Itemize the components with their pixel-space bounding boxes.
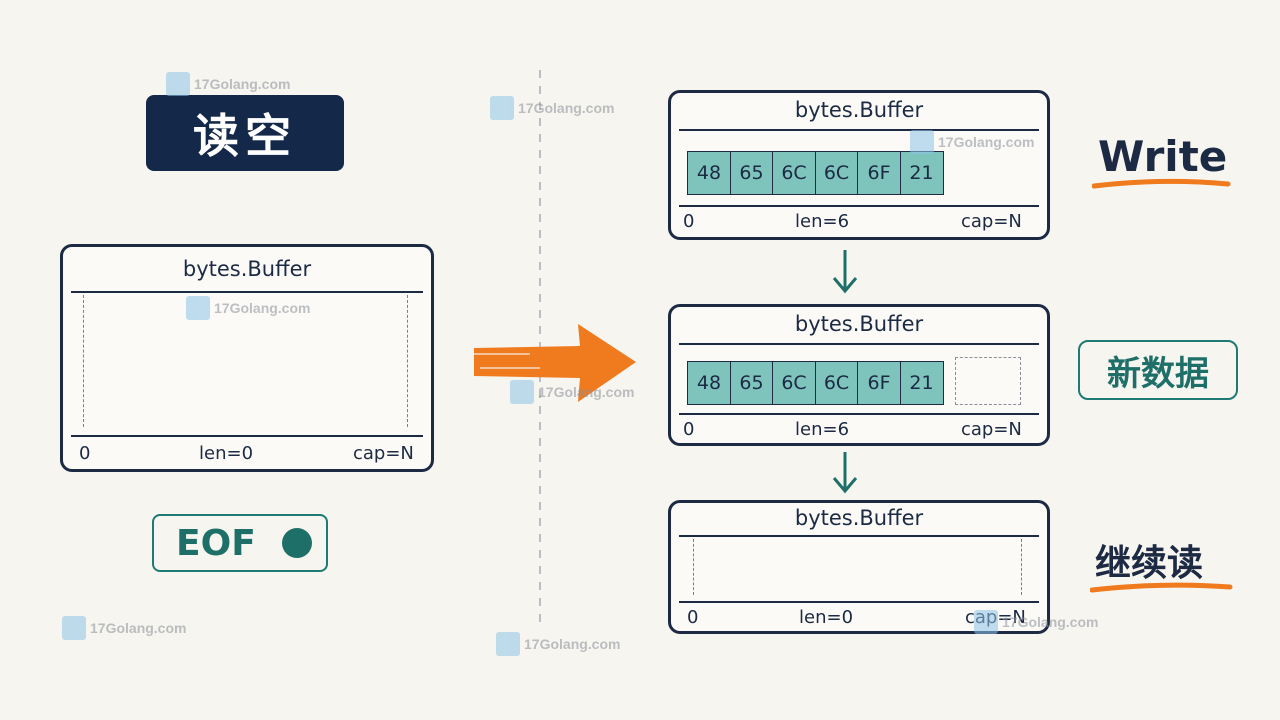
- buffer-cap: cap=N: [961, 211, 1022, 232]
- byte-cell: 6C: [772, 361, 816, 405]
- watermark-text: 17Golang.com: [1002, 614, 1099, 630]
- byte-cell: 6F: [857, 151, 901, 195]
- watermark: 17Golang.com: [510, 380, 634, 404]
- byte-cell: 65: [729, 151, 774, 195]
- buffer-cap: cap=N: [961, 419, 1022, 440]
- buffer-footer-line: [679, 601, 1039, 603]
- buffer-start-index: 0: [79, 443, 91, 464]
- watermark-logo-icon: [166, 72, 190, 96]
- buffer-header-line: [679, 129, 1039, 131]
- byte-cells: 48 65 6C 6C 6F 21: [687, 361, 944, 405]
- watermark-logo-icon: [496, 632, 520, 656]
- buffer-len: len=6: [795, 419, 850, 440]
- write-label: Write: [1098, 132, 1228, 181]
- buffer-header-line: [679, 343, 1039, 345]
- down-arrow-icon: [832, 250, 858, 294]
- watermark: 17Golang.com: [166, 72, 290, 96]
- watermark-logo-icon: [490, 96, 514, 120]
- watermark-logo-icon: [510, 380, 534, 404]
- buffer-boundary-left: [83, 295, 84, 427]
- byte-cell: 21: [899, 151, 944, 195]
- watermark-text: 17Golang.com: [538, 384, 635, 400]
- byte-cell: 6F: [857, 361, 901, 405]
- buffer-header-line: [71, 291, 423, 293]
- byte-cell: 6C: [814, 151, 859, 195]
- byte-cell: 6C: [772, 151, 816, 195]
- buffer-start-index: 0: [687, 607, 699, 628]
- watermark: 17Golang.com: [496, 632, 620, 656]
- buffer-len: len=0: [799, 607, 854, 628]
- buffer-header-line: [679, 535, 1039, 537]
- watermark-logo-icon: [62, 616, 86, 640]
- new-data-buffer: bytes.Buffer 48 65 6C 6C 6F 21 0 len=6 c…: [668, 304, 1050, 446]
- byte-cell: 21: [899, 361, 944, 405]
- watermark-logo-icon: [910, 130, 934, 154]
- watermark-text: 17Golang.com: [214, 300, 311, 316]
- eof-label: EOF: [176, 522, 256, 564]
- watermark: 17Golang.com: [490, 96, 614, 120]
- byte-cells: 48 65 6C 6C 6F 21: [687, 151, 944, 195]
- watermark-text: 17Golang.com: [524, 636, 621, 652]
- watermark-text: 17Golang.com: [90, 620, 187, 636]
- buffer-footer-line: [679, 205, 1039, 207]
- buffer-footer-line: [71, 435, 423, 437]
- buffer-name: bytes.Buffer: [794, 98, 924, 122]
- buffer-boundary-right: [1021, 539, 1022, 595]
- buffer-name: bytes.Buffer: [794, 312, 924, 336]
- buffer-start-index: 0: [683, 419, 695, 440]
- buffer-name: bytes.Buffer: [182, 257, 312, 281]
- byte-cell: 65: [729, 361, 774, 405]
- watermark: 17Golang.com: [62, 616, 186, 640]
- watermark-text: 17Golang.com: [518, 100, 615, 116]
- buffer-name: bytes.Buffer: [794, 506, 924, 530]
- byte-cell: 48: [687, 361, 731, 405]
- buffer-footer-line: [679, 413, 1039, 415]
- buffer-cap: cap=N: [353, 443, 414, 464]
- eof-dot-icon: [281, 528, 312, 558]
- down-arrow-icon: [832, 452, 858, 494]
- watermark-logo-icon: [974, 610, 998, 634]
- continue-read-underline: [1090, 582, 1233, 593]
- watermark-text: 17Golang.com: [194, 76, 291, 92]
- title-badge: 读空: [146, 95, 344, 171]
- buffer-boundary-left: [693, 539, 694, 595]
- buffer-boundary-right: [407, 295, 408, 427]
- write-underline: [1092, 178, 1231, 189]
- watermark-text: 17Golang.com: [938, 134, 1035, 150]
- watermark: 17Golang.com: [974, 610, 1098, 634]
- byte-cell: 6C: [814, 361, 859, 405]
- empty-slot: [955, 357, 1021, 405]
- watermark: 17Golang.com: [186, 296, 310, 320]
- buffer-start-index: 0: [683, 211, 695, 232]
- buffer-len: len=6: [795, 211, 850, 232]
- watermark-logo-icon: [186, 296, 210, 320]
- eof-badge: EOF: [152, 514, 328, 572]
- watermark: 17Golang.com: [910, 130, 1034, 154]
- continue-read-label: 继续读: [1095, 543, 1204, 584]
- write-buffer: bytes.Buffer 48 65 6C 6C 6F 21 0 len=6 c…: [668, 90, 1050, 240]
- new-data-label: 新数据: [1078, 340, 1238, 400]
- orange-arrow-icon: [470, 324, 636, 402]
- byte-cell: 48: [687, 151, 731, 195]
- buffer-len: len=0: [199, 443, 254, 464]
- left-buffer: bytes.Buffer 0 len=0 cap=N: [60, 244, 434, 472]
